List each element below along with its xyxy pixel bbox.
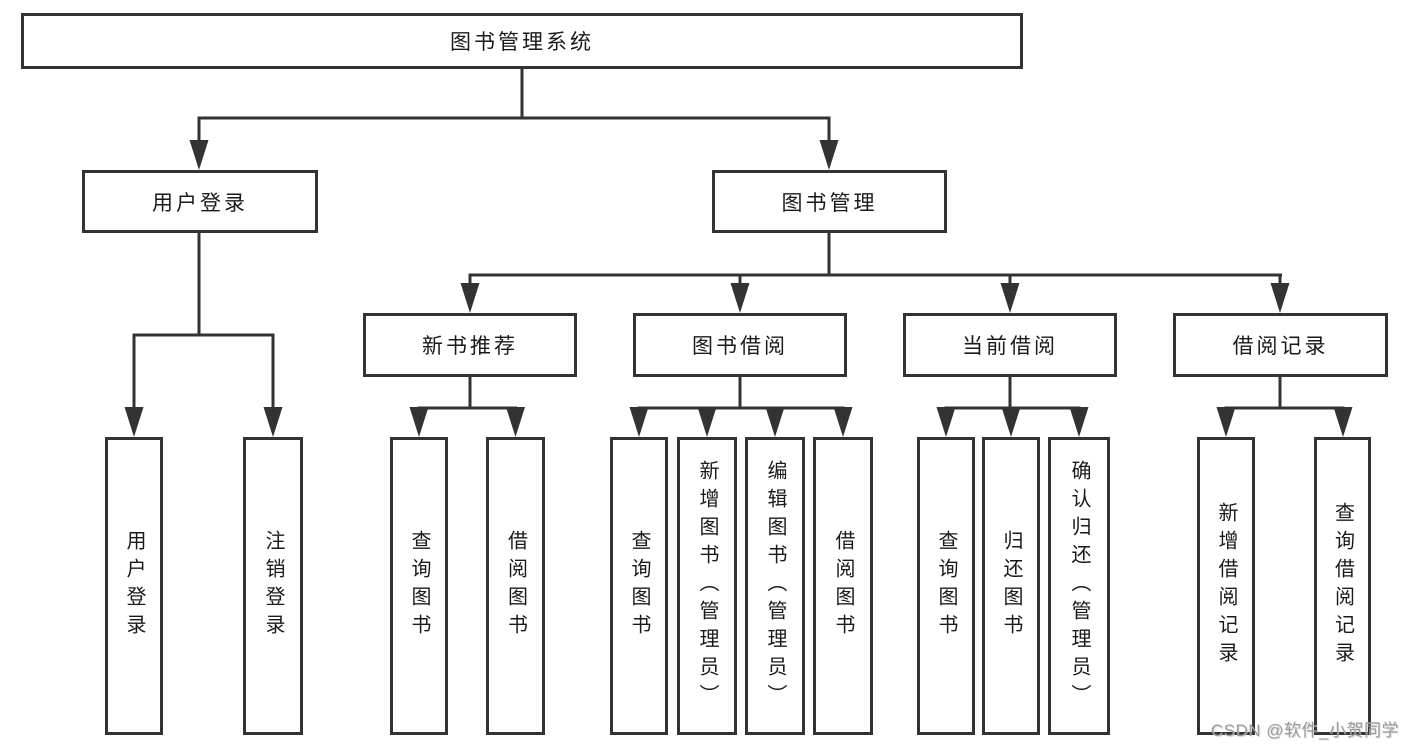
leaf-newbook-borrow-books: 借阅图书 (486, 437, 545, 735)
leaf-borrowing-query-books-label: 查询图书 (628, 530, 650, 642)
csdn-watermark: CSDN @软件_小贺同学 (1210, 721, 1399, 740)
leaf-edit-books-admin: 编辑图书（管理员） (745, 437, 805, 735)
leaf-user-login: 用户登录 (105, 437, 163, 735)
node-user-login: 用户登录 (82, 170, 318, 233)
leaf-logout: 注销登录 (243, 437, 303, 735)
leaf-confirm-return-admin: 确认归还（管理员） (1048, 437, 1110, 735)
node-root: 图书管理系统 (21, 13, 1023, 69)
leaf-current-query-books-label: 查询图书 (935, 530, 957, 642)
node-borrowing-records: 借阅记录 (1173, 313, 1388, 377)
node-new-book-recommend-label: 新书推荐 (422, 335, 518, 358)
edge-book-mgmt-children (460, 233, 1290, 313)
leaf-borrowing-borrow-books: 借阅图书 (813, 437, 873, 735)
leaf-edit-books-admin-label: 编辑图书（管理员） (764, 460, 786, 712)
node-current-borrowing-label: 当前借阅 (962, 335, 1058, 358)
leaf-borrowing-query-books: 查询图书 (610, 437, 668, 735)
leaf-query-borrow-record-label: 查询借阅记录 (1331, 502, 1354, 670)
node-new-book-recommend: 新书推荐 (363, 313, 577, 377)
leaf-add-borrow-record: 新增借阅记录 (1197, 437, 1255, 735)
leaf-user-login-label: 用户登录 (123, 530, 145, 642)
edge-new-book-children (409, 377, 525, 437)
node-book-management-label: 图书管理 (781, 191, 878, 215)
leaf-newbook-borrow-books-label: 借阅图书 (504, 530, 527, 642)
leaf-return-books-label: 归还图书 (1000, 530, 1022, 642)
leaf-logout-label: 注销登录 (262, 530, 284, 642)
node-book-borrowing-label: 图书借阅 (692, 335, 788, 358)
leaf-confirm-return-admin-label: 确认归还（管理员） (1068, 460, 1090, 712)
edge-book-borrow-children (629, 377, 853, 437)
leaf-add-books-admin: 新增图书（管理员） (677, 437, 737, 735)
node-user-login-label: 用户登录 (152, 191, 248, 215)
leaf-add-books-admin-label: 新增图书（管理员） (696, 460, 718, 712)
edge-user-login-children (124, 233, 283, 437)
edge-current-borrow-children (936, 377, 1089, 437)
node-root-label: 图书管理系统 (450, 31, 594, 54)
leaf-newbook-query-books-label: 查询图书 (408, 530, 430, 642)
edge-borrow-records-children (1216, 377, 1353, 437)
leaf-current-query-books: 查询图书 (917, 437, 975, 735)
node-book-borrowing: 图书借阅 (633, 313, 847, 377)
leaf-add-borrow-record-label: 新增借阅记录 (1215, 502, 1237, 670)
leaf-borrowing-borrow-books-label: 借阅图书 (832, 530, 854, 642)
node-current-borrowing: 当前借阅 (903, 313, 1117, 377)
node-book-management: 图书管理 (712, 170, 947, 233)
edge-root-to-level2 (189, 69, 839, 170)
node-borrowing-records-label: 借阅记录 (1232, 335, 1329, 358)
leaf-return-books: 归还图书 (982, 437, 1040, 735)
leaf-query-borrow-record: 查询借阅记录 (1314, 437, 1371, 735)
leaf-newbook-query-books: 查询图书 (390, 437, 448, 735)
